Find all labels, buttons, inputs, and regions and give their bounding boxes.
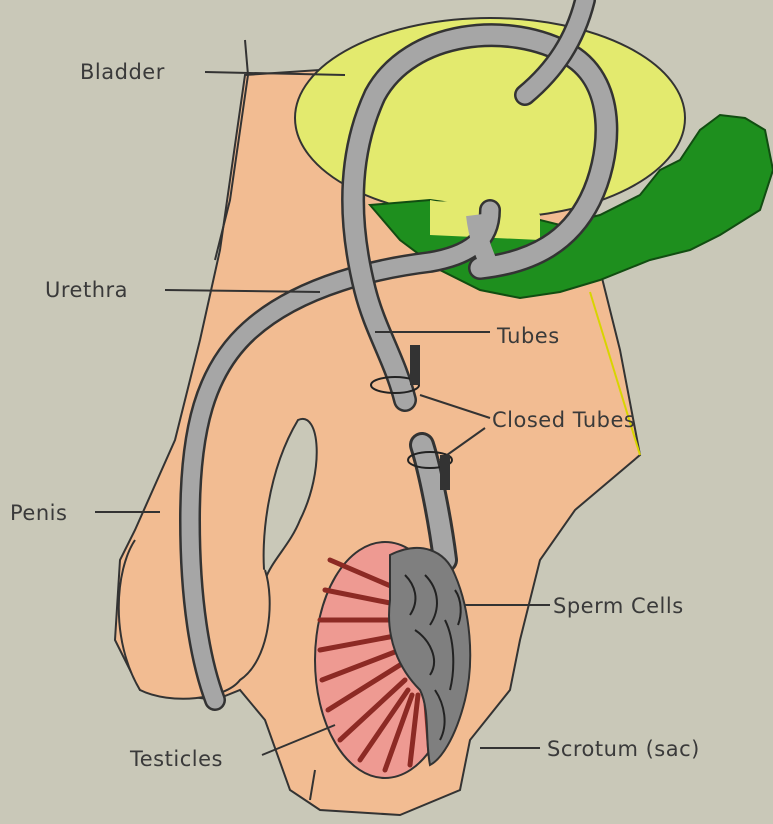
label-urethra: Urethra (45, 278, 128, 302)
label-closed-tubes: Closed Tubes (492, 408, 635, 432)
label-penis: Penis (10, 501, 67, 525)
label-sperm-cells: Sperm Cells (553, 594, 684, 618)
label-tubes: Tubes (496, 324, 560, 348)
label-scrotum: Scrotum (sac) (547, 737, 700, 761)
label-testicles: Testicles (129, 747, 223, 771)
label-bladder: Bladder (80, 60, 165, 84)
